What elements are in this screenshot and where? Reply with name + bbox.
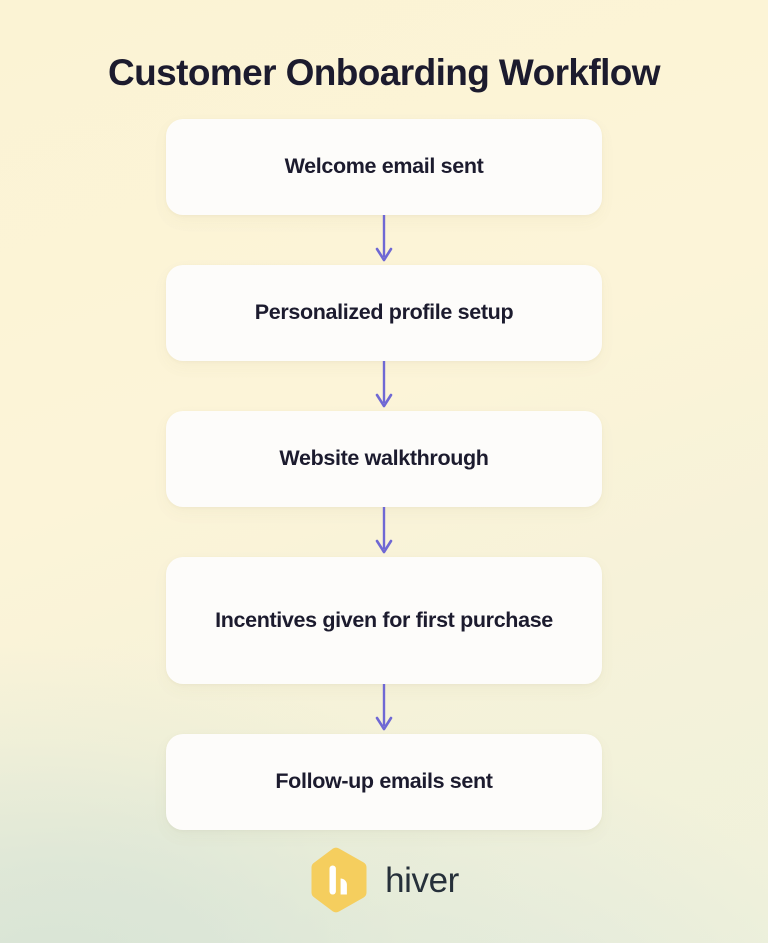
flow-connector-arrow-1 bbox=[369, 214, 399, 265]
flow-connector-arrow-2 bbox=[369, 360, 399, 411]
flow-connector-arrow-4 bbox=[369, 683, 399, 734]
flow-node-label: Follow-up emails sent bbox=[275, 769, 493, 794]
flow-node-label: Personalized profile setup bbox=[254, 300, 514, 325]
flow-node-label: Website walkthrough bbox=[279, 446, 489, 471]
flow-connector-arrow-3 bbox=[369, 506, 399, 557]
flow-node-step-1: Welcome email sent bbox=[166, 118, 602, 215]
flow-node-step-3: Website walkthrough bbox=[166, 410, 602, 507]
flow-node-step-5: Follow-up emails sent bbox=[166, 733, 602, 830]
flow-node-step-4: Incentives given for first purchase bbox=[166, 556, 602, 684]
brand-logo: hiver bbox=[0, 847, 768, 913]
page-title: Customer Onboarding Workflow bbox=[108, 52, 661, 93]
flow-node-label: Welcome email sent bbox=[284, 154, 484, 179]
workflow-flowchart: Welcome email sent Personalized profile … bbox=[166, 118, 602, 830]
flow-node-step-2: Personalized profile setup bbox=[166, 264, 602, 361]
brand-wordmark: hiver bbox=[385, 860, 459, 900]
flow-node-label: Incentives given for first purchase bbox=[215, 607, 553, 632]
hiver-hexagon-icon bbox=[309, 847, 369, 913]
